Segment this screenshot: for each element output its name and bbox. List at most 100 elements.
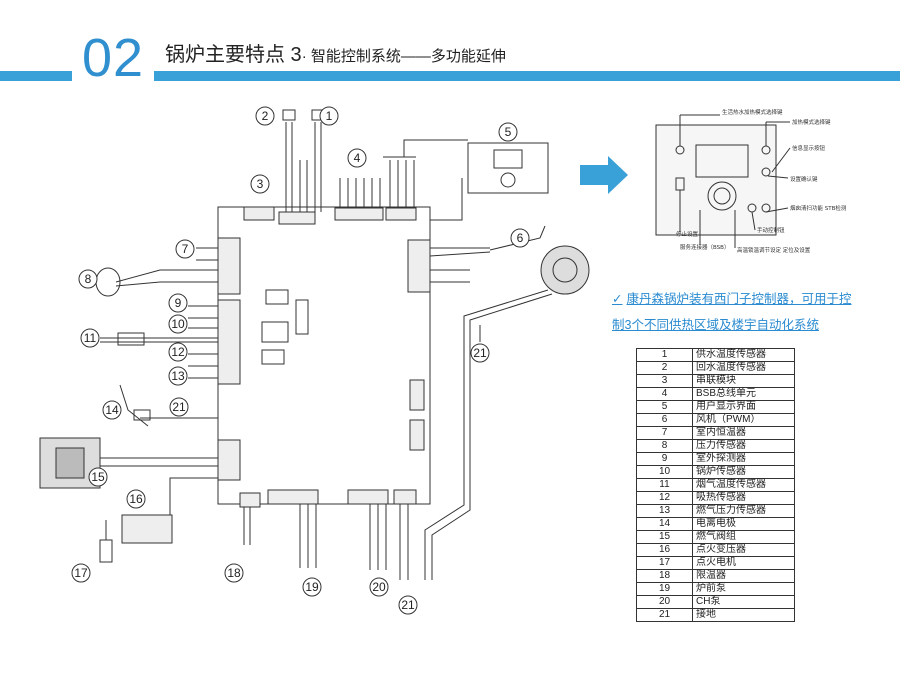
legend-name: 电离电极 <box>692 517 795 531</box>
connector-bottom-1 <box>239 492 261 508</box>
panel-label-info: 信息显示按钮 <box>792 144 826 152</box>
callout-circle-1 <box>319 106 339 126</box>
callout-circle-12 <box>168 342 188 362</box>
legend-num: 14 <box>636 517 693 531</box>
fan <box>540 245 590 295</box>
callout-circle-18 <box>224 563 244 583</box>
callout-label-10: 10 <box>171 317 185 331</box>
legend-name: 压力传感器 <box>692 439 795 453</box>
callout-circle-10 <box>168 314 188 334</box>
callout-label-16: 16 <box>129 492 143 506</box>
legend-name: 供水温度传感器 <box>692 348 795 362</box>
panel-label-off: 停止设置 <box>676 230 699 238</box>
control-board <box>217 206 431 505</box>
callout-label-4: 4 <box>354 151 361 165</box>
legend-name: 限温器 <box>692 569 795 583</box>
callout-circle-19 <box>302 577 322 597</box>
connector-4b <box>385 207 417 221</box>
connector-1-2 <box>278 211 316 225</box>
header-bar <box>0 71 900 81</box>
connector-right <box>407 239 431 293</box>
panel-label-confirm: 设置确认键 <box>790 175 818 183</box>
callout-label-18: 18 <box>227 566 241 580</box>
legend-num: 13 <box>636 504 693 518</box>
legend-name: 烟气温度传感器 <box>692 478 795 492</box>
display-screen <box>493 149 523 169</box>
section-number: 02 <box>82 28 145 88</box>
legend-num: 17 <box>636 556 693 570</box>
callout-circle-3 <box>250 174 270 194</box>
arrow-icon <box>580 156 628 194</box>
callout-label-11: 11 <box>84 331 97 345</box>
callout-circle-15 <box>88 467 108 487</box>
callout-circle-11 <box>80 328 100 348</box>
callout-label-21: 21 <box>172 400 186 414</box>
callout-circle-14 <box>102 400 122 420</box>
callout-label-6: 6 <box>517 231 524 245</box>
legend-name: 燃气压力传感器 <box>692 504 795 518</box>
callout-circle-17 <box>71 563 91 583</box>
legend-name: 用户显示界面 <box>692 400 795 414</box>
legend-num: 6 <box>636 413 693 427</box>
callout-label-15: 15 <box>91 470 105 484</box>
legend-num: 4 <box>636 387 693 401</box>
legend-name: 点火变压器 <box>692 543 795 557</box>
legend-num: 1 <box>636 348 693 362</box>
connector-bottom-3 <box>347 489 389 505</box>
ionization-electrode <box>133 409 151 421</box>
legend-name: 室内恒温器 <box>692 426 795 440</box>
legend-num: 19 <box>636 582 693 596</box>
connector-left-1 <box>217 237 241 295</box>
legend-name: BSB总线单元 <box>692 387 795 401</box>
callout-circle-21 <box>470 343 490 363</box>
callout-label-2: 2 <box>262 109 269 123</box>
page-title: 锅炉主要特点 3· 智能控制系统——多功能延伸 <box>165 38 506 67</box>
callout-circle-7 <box>175 239 195 259</box>
note-block: ✓康丹森锅炉装有西门子控制器，可用于控 制3个不同供热区域及楼宇自动化系统 <box>612 286 872 338</box>
callout-label-3: 3 <box>257 177 264 191</box>
legend-num: 9 <box>636 452 693 466</box>
legend-num: 7 <box>636 426 693 440</box>
legend-num: 12 <box>636 491 693 505</box>
legend-num: 5 <box>636 400 693 414</box>
legend-num: 21 <box>636 608 693 622</box>
panel-screen <box>695 144 749 178</box>
legend-name: CH泵 <box>692 595 795 609</box>
legend-name: 吸热传感器 <box>692 491 795 505</box>
check-icon: ✓ <box>612 292 623 306</box>
connector-left-2 <box>217 299 241 385</box>
legend-num: 8 <box>636 439 693 453</box>
connector-left-3 <box>217 439 241 481</box>
callout-label-20: 20 <box>372 580 386 594</box>
callout-circle-13 <box>168 366 188 386</box>
legend-num: 2 <box>636 361 693 375</box>
callout-circle-16 <box>126 489 146 509</box>
connector-3 <box>243 206 275 221</box>
callout-circle-8 <box>78 269 98 289</box>
panel-label-dhw: 生活热水加热模式选择键 <box>722 108 783 116</box>
panel-label-heating: 加热模式选择键 <box>792 118 831 126</box>
panel-label-temp: 高温锁温调节设定 定位及设置 <box>737 246 811 254</box>
panel-label-service: 服务连接器（BSB） <box>680 243 729 251</box>
callout-circle-6 <box>510 228 530 248</box>
legend-num: 11 <box>636 478 693 492</box>
note-line-1: ✓康丹森锅炉装有西门子控制器，可用于控 <box>612 286 872 312</box>
callout-label-8: 8 <box>85 272 92 286</box>
legend-name: 回水温度传感器 <box>692 361 795 375</box>
callout-circle-21 <box>169 397 189 417</box>
connector-bottom-2 <box>267 489 319 505</box>
